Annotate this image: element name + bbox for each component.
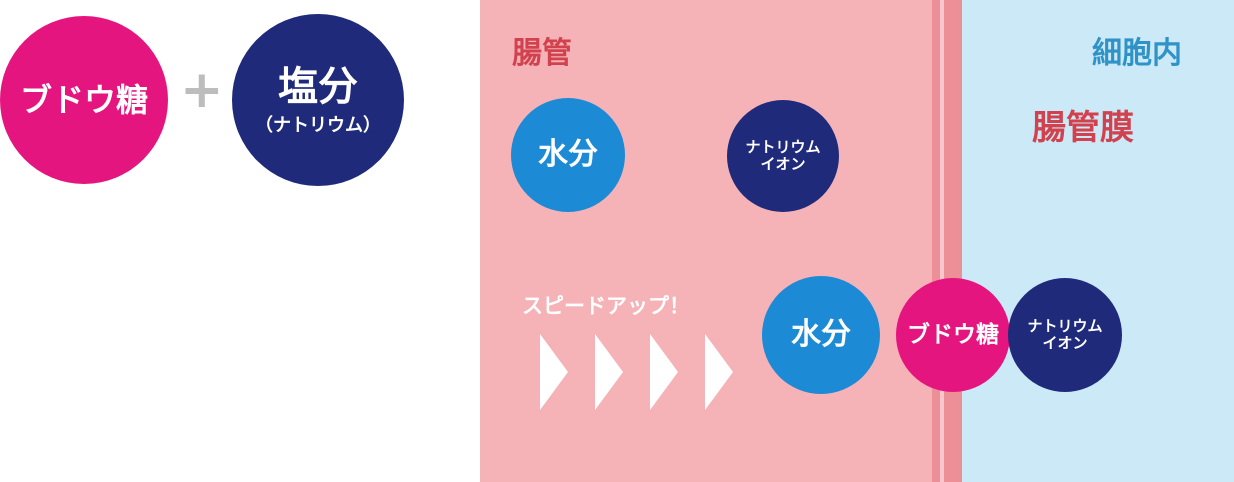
glucose-circle: ブドウ糖 — [0, 16, 168, 184]
truck-1-water-label: 水分 — [538, 136, 598, 172]
salt-sub-label: （ナトリウム） — [255, 114, 381, 136]
truck-2-sodium-line2: イオン — [1042, 334, 1088, 352]
speedup-label: スピードアップ！ — [522, 294, 690, 318]
truck-2-glucose-label: ブドウ糖 — [907, 321, 999, 348]
truck-2-water-label: 水分 — [791, 316, 851, 352]
chevron-right-icon — [540, 334, 568, 410]
chevron-right-icon — [595, 334, 623, 410]
truck-2-sodium-circle: ナトリウム イオン — [1008, 278, 1122, 392]
chevron-right-icon — [650, 334, 678, 410]
truck-1-water-circle: 水分 — [511, 98, 625, 212]
chevron-right-icon — [705, 334, 733, 410]
glucose-label: ブドウ糖 — [19, 80, 148, 119]
truck-1-sodium-circle: ナトリウム イオン — [727, 100, 839, 212]
intestine-label: 腸管 — [512, 36, 572, 71]
membrane-label: 腸管膜 — [1032, 108, 1134, 148]
plus-sign: + — [180, 60, 224, 120]
truck-2-glucose-circle: ブドウ糖 — [896, 278, 1010, 392]
salt-label: 塩分 — [278, 63, 358, 110]
truck-1-sodium-line1: ナトリウム — [745, 137, 821, 156]
salt-circle: 塩分 （ナトリウム） — [232, 14, 404, 186]
membrane-highlight — [940, 0, 944, 482]
truck-2-sodium-line1: ナトリウム — [1027, 316, 1103, 335]
cell-interior-label: 細胞内 — [1092, 36, 1182, 71]
truck-1-sodium-line2: イオン — [760, 155, 806, 173]
truck-2-water-circle: 水分 — [762, 276, 880, 394]
